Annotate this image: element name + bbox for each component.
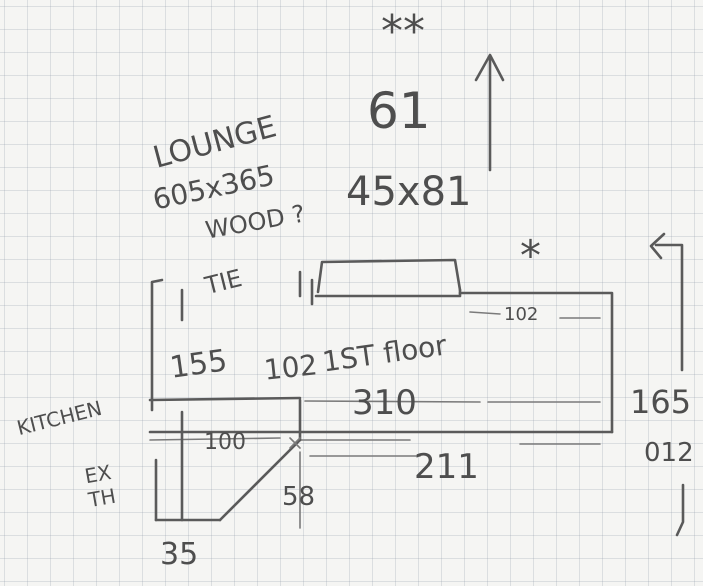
dim-012: 012 — [644, 438, 694, 468]
plan-outline — [148, 258, 614, 529]
dim-155: 155 — [167, 343, 230, 386]
star-right-label: * — [520, 231, 541, 280]
dim-102-mid: 102 — [262, 348, 319, 387]
dim-100: 100 — [204, 430, 246, 455]
dim-310: 310 — [352, 383, 417, 423]
bent-arrow-icon — [649, 232, 685, 537]
height-top-label: 61 — [367, 82, 431, 140]
up-arrow-icon — [474, 53, 505, 172]
ext-label: EX TH — [82, 460, 118, 513]
dim-165: 165 — [630, 383, 692, 421]
dim-102-right: 102 — [504, 304, 539, 325]
dim-58: 58 — [282, 482, 316, 512]
section-size-label: 45x81 — [346, 169, 472, 215]
stars-top-label: ** — [381, 6, 425, 57]
dim-211: 211 — [414, 447, 479, 487]
dim-35: 35 — [160, 537, 199, 572]
